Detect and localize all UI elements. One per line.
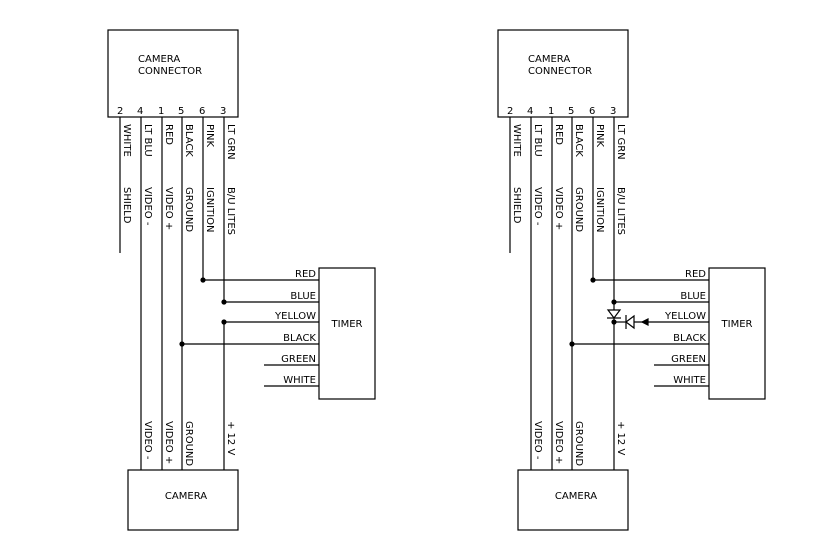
wire-color-label: RED — [163, 124, 174, 145]
diagram-right — [497, 29, 766, 531]
pin-number: 6 — [199, 106, 205, 117]
labels: CAMERA CONNECTOR 2 4 1 5 6 3 WHITE LT BL… — [117, 54, 753, 502]
camera-input-label: VIDEO - — [142, 421, 153, 460]
camera-connector-box — [497, 29, 629, 118]
camera-label: CAMERA — [165, 491, 207, 502]
timer-wire-label: BLACK — [673, 333, 706, 344]
wire-function-label: SHIELD — [121, 187, 132, 224]
connector-title: CONNECTOR — [528, 66, 592, 77]
wire-function-label: SHIELD — [511, 187, 522, 224]
wire-function-label: VIDEO + — [553, 187, 564, 230]
timer-label: TIMER — [721, 319, 753, 330]
timer-box — [708, 267, 766, 400]
camera-input-label: VIDEO + — [163, 421, 174, 464]
diode-icon — [606, 309, 622, 319]
pin-number: 1 — [158, 106, 164, 117]
timer-wire-label: BLUE — [680, 291, 706, 302]
timer-wire-label: YELLOW — [274, 311, 316, 322]
pin-number: 6 — [589, 106, 595, 117]
pin-number: 4 — [527, 106, 533, 117]
junction-dot — [179, 341, 185, 347]
timer-wire-label: BLUE — [290, 291, 316, 302]
timer-wire-label: YELLOW — [664, 311, 706, 322]
wire-function-label: VIDEO + — [163, 187, 174, 230]
timer-box — [318, 267, 376, 400]
diagram-left — [107, 29, 376, 531]
camera-label: CAMERA — [555, 491, 597, 502]
wire-color-label: LT GRN — [225, 124, 236, 160]
wire-color-label: WHITE — [511, 124, 522, 157]
pin-number: 3 — [610, 106, 616, 117]
wire-color-label: WHITE — [121, 124, 132, 157]
wire-function-label: GROUND — [573, 187, 584, 232]
timer-wire-label: RED — [685, 269, 706, 280]
connector-title: CAMERA — [138, 54, 180, 65]
camera-input-label: + 12 V — [615, 421, 626, 455]
wire-function-label: IGNITION — [594, 187, 605, 233]
camera-input-label: VIDEO + — [553, 421, 564, 464]
timer-wire-label: BLACK — [283, 333, 316, 344]
wire-function-label: B/U LITES — [615, 187, 626, 235]
timer-wire-label: WHITE — [673, 375, 706, 386]
wire-color-label: RED — [553, 124, 564, 145]
wire-function-label: B/U LITES — [225, 187, 236, 235]
pin-number: 1 — [548, 106, 554, 117]
wire-color-label: LT BLU — [532, 124, 543, 157]
wire-color-label: BLACK — [183, 124, 194, 157]
connector-title: CAMERA — [528, 54, 570, 65]
wire-color-label: LT BLU — [142, 124, 153, 157]
diode-icon — [625, 314, 635, 330]
camera-box — [517, 469, 629, 531]
wire-function-label: VIDEO - — [532, 187, 543, 226]
timer-wire-label: WHITE — [283, 375, 316, 386]
pin-number: 5 — [178, 106, 184, 117]
junction-dot — [590, 277, 596, 283]
wire-color-label: LT GRN — [615, 124, 626, 160]
wire-function-label: IGNITION — [204, 187, 215, 233]
camera-input-label: + 12 V — [225, 421, 236, 455]
pin-number: 5 — [568, 106, 574, 117]
wire-function-label: VIDEO - — [142, 187, 153, 226]
wire-function-label: GROUND — [183, 187, 194, 232]
junction-dot — [569, 341, 575, 347]
wire-color-label: BLACK — [573, 124, 584, 157]
pin-number: 2 — [117, 106, 123, 117]
junction-dot — [200, 277, 206, 283]
timer-label: TIMER — [331, 319, 363, 330]
arrow-left-icon — [640, 318, 649, 326]
timer-wire-label: GREEN — [281, 354, 316, 365]
timer-wire-label: GREEN — [671, 354, 706, 365]
camera-input-label: GROUND — [573, 421, 584, 466]
pin-number: 2 — [507, 106, 513, 117]
junction-dot — [221, 319, 227, 325]
wire-color-label: PINK — [594, 124, 605, 147]
pin-number: 3 — [220, 106, 226, 117]
junction-dot — [611, 299, 617, 305]
camera-connector-box — [107, 29, 239, 118]
connector-title: CONNECTOR — [138, 66, 202, 77]
camera-box — [127, 469, 239, 531]
junction-dot — [221, 299, 227, 305]
timer-wire-label: RED — [295, 269, 316, 280]
camera-input-label: VIDEO - — [532, 421, 543, 460]
pin-number: 4 — [137, 106, 143, 117]
junction-dot — [611, 319, 617, 325]
camera-input-label: GROUND — [183, 421, 194, 466]
wire-color-label: PINK — [204, 124, 215, 147]
